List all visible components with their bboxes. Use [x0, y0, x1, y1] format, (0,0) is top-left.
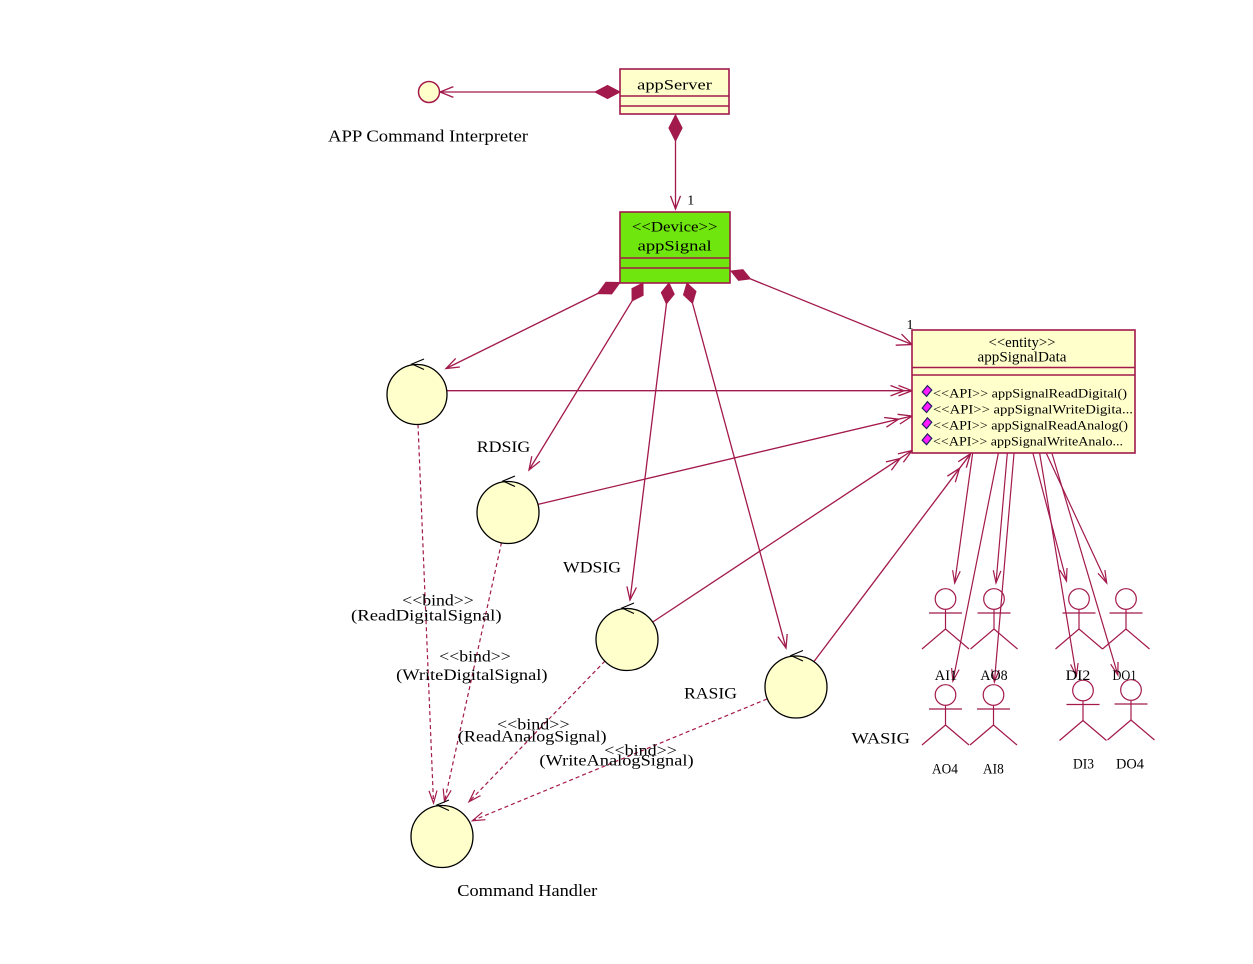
svg-text:(WriteDigitalSignal): (WriteDigitalSignal): [396, 667, 547, 684]
svg-text:<<entity>>: <<entity>>: [989, 335, 1056, 351]
svg-text:(WriteAnalogSignal): (WriteAnalogSignal): [539, 753, 693, 770]
svg-text:RDSIG: RDSIG: [477, 439, 531, 456]
svg-text:AO4: AO4: [932, 762, 959, 778]
svg-text:<<Device>>: <<Device>>: [632, 220, 718, 236]
svg-text:<<bind>>: <<bind>>: [402, 593, 474, 610]
svg-text:DI2: DI2: [1066, 668, 1091, 684]
svg-text:(ReadDigitalSignal): (ReadDigitalSignal): [351, 608, 502, 625]
svg-text:DO1: DO1: [1113, 668, 1137, 684]
svg-text:WASIG: WASIG: [852, 731, 911, 748]
svg-text:<<bind>>: <<bind>>: [439, 649, 511, 666]
svg-text:WDSIG: WDSIG: [563, 560, 621, 577]
svg-text:<<bind>>: <<bind>>: [497, 717, 570, 734]
svg-text:1: 1: [687, 194, 694, 209]
svg-text:<<API>> appSignalWriteAnalo...: <<API>> appSignalWriteAnalo...: [933, 434, 1123, 449]
svg-text:appSignalData: appSignalData: [978, 350, 1067, 366]
svg-text:AI1: AI1: [935, 668, 957, 684]
svg-text:(ReadAnalogSignal): (ReadAnalogSignal): [458, 729, 607, 746]
svg-text:<<API>> appSignalReadAnalog(): <<API>> appSignalReadAnalog(): [933, 418, 1128, 433]
svg-text:1: 1: [907, 318, 914, 333]
svg-text:appSignal: appSignal: [638, 239, 712, 255]
svg-text:AI8: AI8: [983, 762, 1004, 778]
svg-text:<<bind>>: <<bind>>: [604, 743, 677, 760]
svg-text:<<API>> appSignalWriteDigita..: <<API>> appSignalWriteDigita...: [933, 401, 1133, 416]
svg-text:AO8: AO8: [980, 668, 1007, 684]
svg-text:APP Command Interpreter: APP Command Interpreter: [328, 127, 528, 146]
svg-text:<<API>> appSignalReadDigital(): <<API>> appSignalReadDigital(): [933, 385, 1127, 400]
svg-text:appServer: appServer: [637, 78, 712, 94]
svg-text:DO4: DO4: [1116, 756, 1145, 772]
svg-text:RASIG: RASIG: [684, 686, 737, 703]
svg-text:DI3: DI3: [1073, 756, 1094, 772]
svg-text:Command Handler: Command Handler: [457, 881, 597, 900]
